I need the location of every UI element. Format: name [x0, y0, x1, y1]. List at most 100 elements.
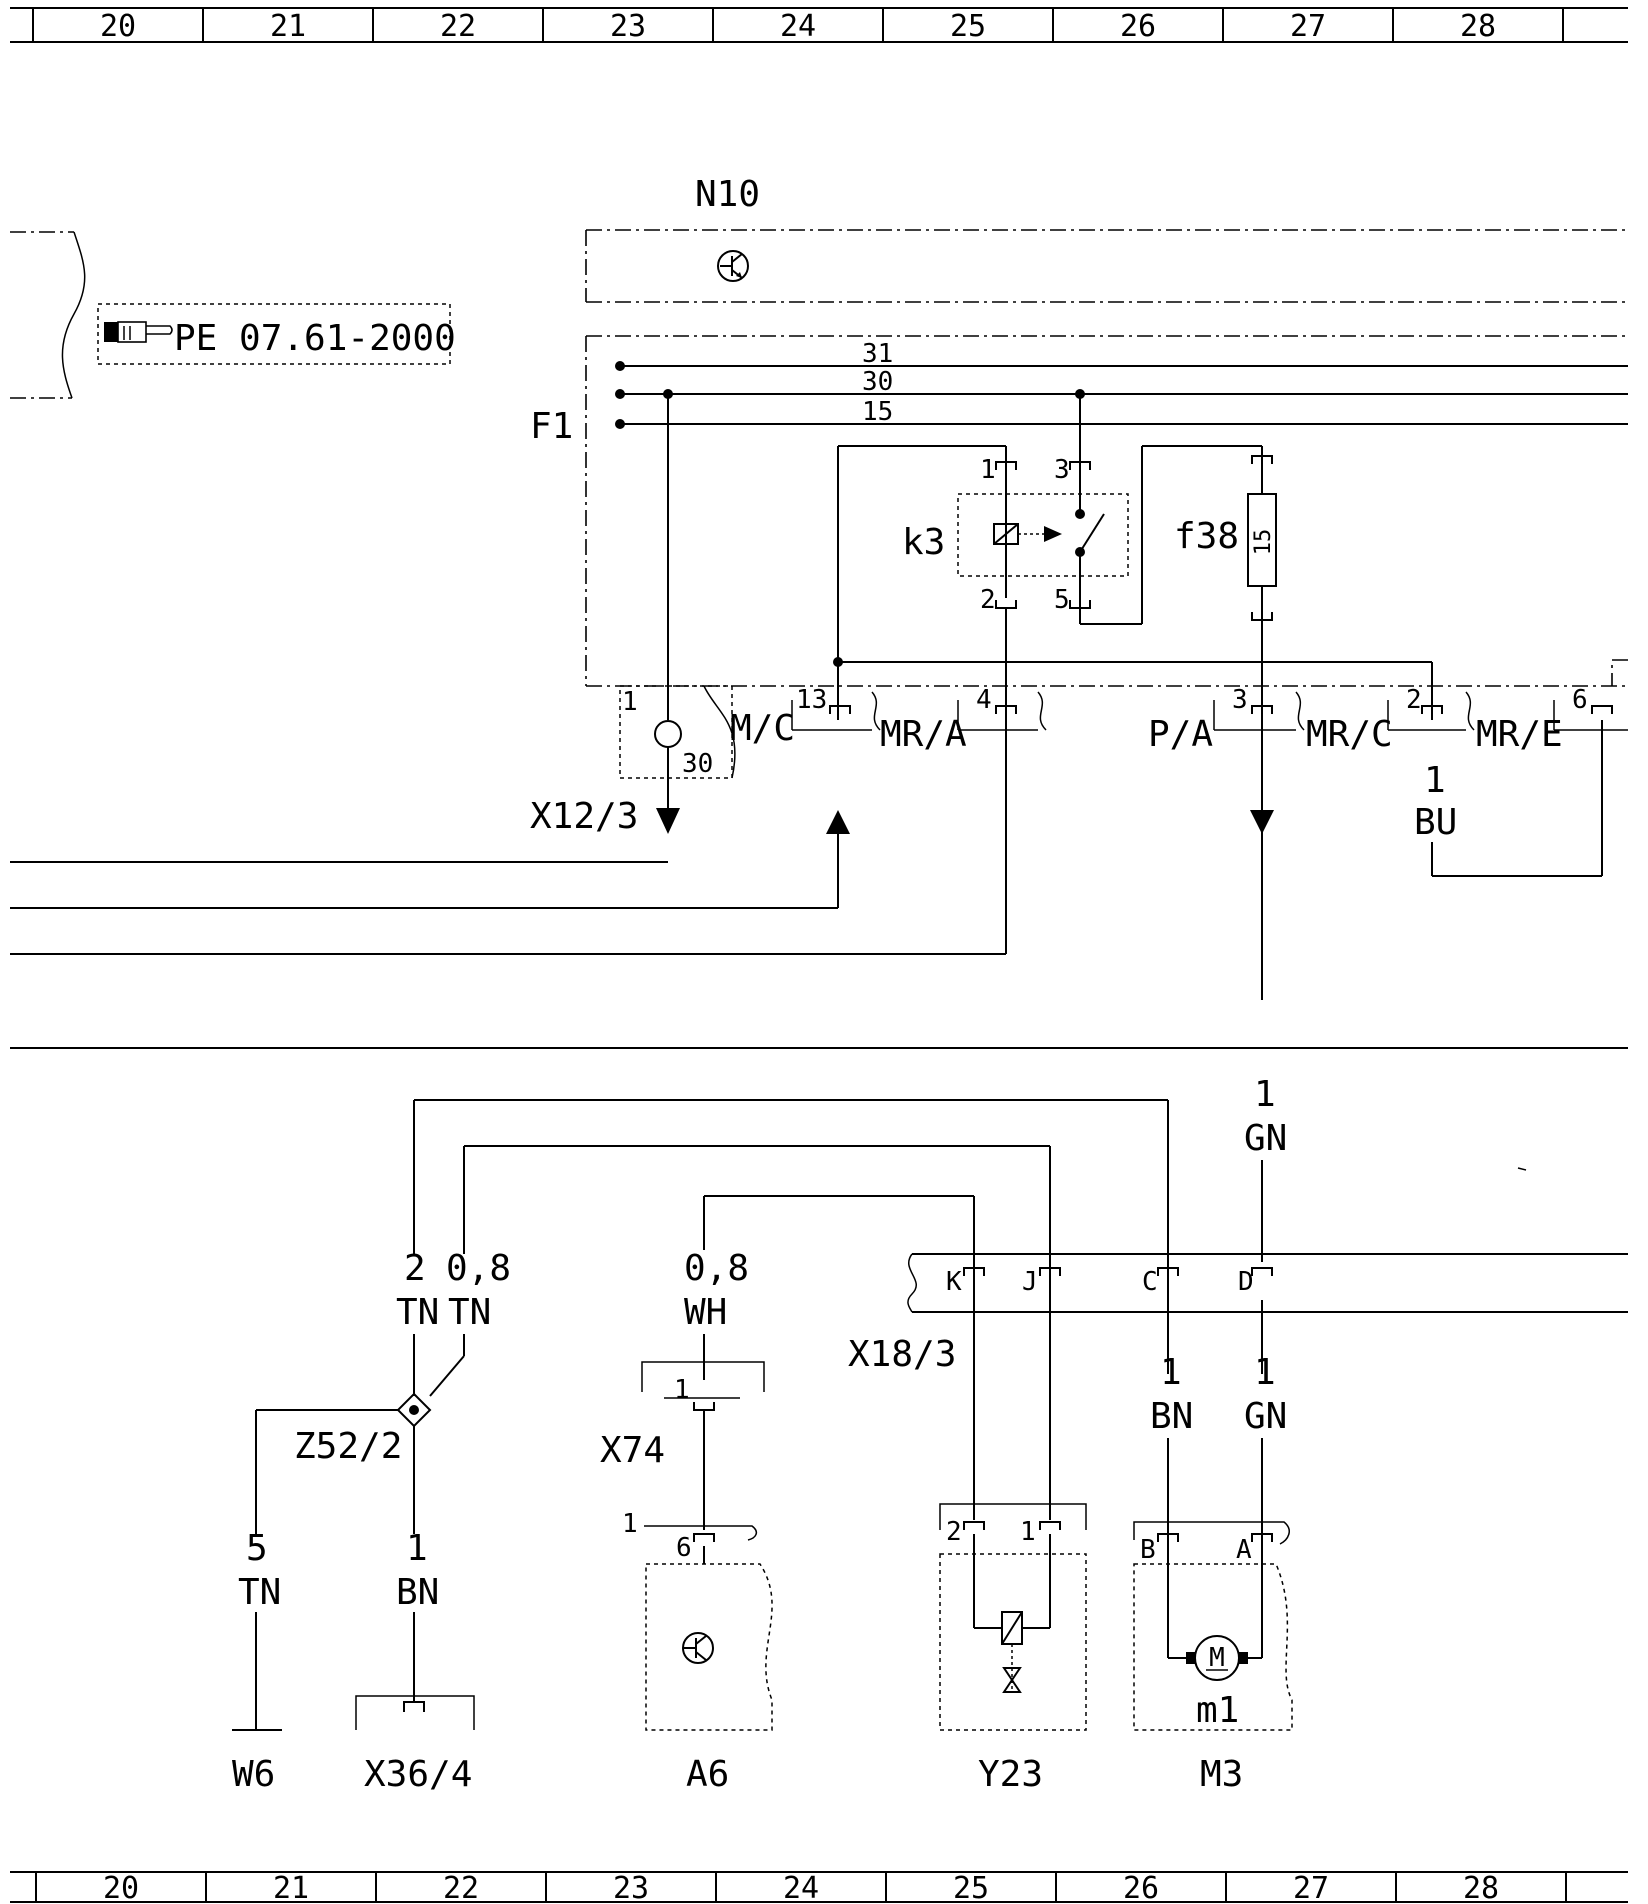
grid-label-top-24: 24: [780, 9, 816, 44]
mre-label: MR/E: [1476, 714, 1563, 755]
f38-rating: 15: [1251, 529, 1276, 556]
wire-bu-size: 1: [1424, 760, 1446, 801]
a6-pin-1: 1: [622, 1509, 638, 1539]
mra-connector: 4: [957, 608, 1047, 954]
wire-bn-m3-color: BN: [1150, 1396, 1193, 1437]
pa-connector: P/A 3 MR/C: [1148, 685, 1393, 834]
grid-label-bottom-22: 22: [443, 1871, 479, 1904]
reference-text: PE 07.61-2000: [174, 318, 456, 359]
wire-gn-top-color: GN: [1244, 1118, 1287, 1159]
k3-label: k3: [902, 522, 945, 563]
mra-label: MR/A: [880, 714, 967, 755]
f1-label: F1: [530, 406, 573, 447]
mc-connector: 13 MR/A: [791, 446, 1432, 908]
x18-pin-c: C: [1142, 1267, 1158, 1297]
x12-pin-1: 1: [622, 687, 638, 717]
x74-label: X74: [600, 1430, 665, 1471]
wire-bn-m3-size: 1: [1160, 1352, 1182, 1393]
wire-tn08-size: 0,8: [446, 1248, 511, 1289]
mra-pin-4: 4: [976, 685, 992, 715]
z52-2-label: Z52/2: [294, 1426, 402, 1467]
f1-module: F1: [530, 335, 1628, 687]
grid-bar-top: 20 21 22 23 24 25 26 27 28: [10, 7, 1628, 44]
wire-gn-m3-color: GN: [1244, 1396, 1287, 1437]
wire-bn1-size: 1: [406, 1528, 428, 1569]
z52-2-splice: Z52/2 5 TN 1 BN: [238, 1334, 465, 1613]
m3-pin-b: B: [1140, 1535, 1156, 1565]
grid-label-top-25: 25: [950, 9, 986, 44]
m3-component[interactable]: B A M m1 M3: [1133, 1438, 1293, 1795]
mrc-pin-2: 2: [1406, 685, 1422, 715]
bus-label-15: 15: [862, 397, 893, 427]
y23-component[interactable]: 2 1 Y23: [939, 1503, 1087, 1795]
wire-bu-color: BU: [1414, 802, 1457, 843]
mre-connector: 6: [1553, 659, 1628, 876]
x18-3-connector[interactable]: X18/3 K J C D: [848, 1253, 1628, 1375]
wire-gn-m3-size: 1: [1254, 1352, 1276, 1393]
x12-3-connector: 1 30 X12/3 M/C: [530, 394, 795, 837]
n10-label: N10: [695, 174, 760, 215]
grid-label-bottom-20: 20: [103, 1871, 139, 1904]
wire-tn5-size: 5: [246, 1528, 268, 1569]
grid-label-top-23: 23: [610, 9, 646, 44]
control-unit-icon: [682, 1632, 714, 1664]
grid-label-bottom-25: 25: [953, 1871, 989, 1904]
k3-pin-1: 1: [980, 455, 996, 485]
motor-symbol: M: [1209, 1643, 1225, 1673]
x18-pin-k: K: [946, 1267, 962, 1297]
wire-tn5-color: TN: [238, 1572, 281, 1613]
grid-label-bottom-24: 24: [783, 1871, 819, 1904]
grid-label-top-20: 20: [100, 9, 136, 44]
f38-fuse: f38 15: [1174, 446, 1277, 1000]
grid-label-bottom-23: 23: [613, 1871, 649, 1904]
reference-box[interactable]: PE 07.61-2000: [97, 303, 456, 365]
grid-label-top-28: 28: [1460, 9, 1496, 44]
x74-pin-1: 1: [674, 1375, 690, 1405]
pa-label: P/A: [1148, 714, 1213, 755]
x18-wires: [413, 1099, 1263, 1520]
grid-label-bottom-28: 28: [1463, 1871, 1499, 1904]
wire-wh-color: WH: [684, 1292, 727, 1333]
stray-mark: [1517, 1167, 1527, 1171]
w6-ground[interactable]: W6: [232, 1612, 282, 1795]
x36-4-connector[interactable]: X36/4: [355, 1612, 475, 1795]
a6-pin-6: 6: [676, 1533, 692, 1563]
wire-wh-size: 0,8: [684, 1248, 749, 1289]
x36-4-label: X36/4: [364, 1754, 472, 1795]
grid-label-top-26: 26: [1120, 9, 1156, 44]
bus-label-30: 30: [862, 367, 893, 397]
m3-label: M3: [1200, 1754, 1243, 1795]
bus-label-31: 31: [862, 339, 893, 369]
mc-pin-13: 13: [796, 685, 827, 715]
mrc-label: MR/C: [1306, 714, 1393, 755]
m1-label: m1: [1196, 1690, 1239, 1731]
k3-relay: k3 1 3 2 5: [838, 394, 1262, 625]
x18-pin-d: D: [1238, 1267, 1254, 1297]
harness-wires: [10, 861, 1628, 1049]
a6-component[interactable]: 1 6 A6: [622, 1509, 773, 1795]
pointing-hand-icon: [104, 321, 173, 343]
wire-tn08-color: TN: [448, 1292, 491, 1333]
bus-lines: 31 30 15: [615, 339, 1628, 429]
grid-label-bottom-26: 26: [1123, 1871, 1159, 1904]
mc-label: M/C: [730, 708, 795, 749]
x12-3-label: X12/3: [530, 796, 638, 837]
k3-pin-5: 5: [1054, 585, 1070, 615]
wire-bn1-color: BN: [396, 1572, 439, 1613]
a6-label: A6: [686, 1754, 729, 1795]
mre-pin-6: 6: [1572, 685, 1588, 715]
k3-pin-2: 2: [980, 585, 996, 615]
wire-tn2-size: 2: [404, 1248, 426, 1289]
y23-pin-2: 2: [946, 1517, 962, 1547]
k3-pin-3: 3: [1054, 455, 1070, 485]
pa-pin-3: 3: [1232, 685, 1248, 715]
m3-pin-a: A: [1236, 1535, 1252, 1565]
x74-connector[interactable]: 1 X74: [600, 1334, 765, 1530]
wire-gn-top-size: 1: [1254, 1074, 1276, 1115]
grid-label-top-22: 22: [440, 9, 476, 44]
mrc-connector: 2 1 BU MR/E: [1387, 662, 1602, 877]
n10-module: N10: [585, 174, 1628, 303]
y23-pin-1: 1: [1020, 1517, 1036, 1547]
w6-label: W6: [232, 1754, 275, 1795]
